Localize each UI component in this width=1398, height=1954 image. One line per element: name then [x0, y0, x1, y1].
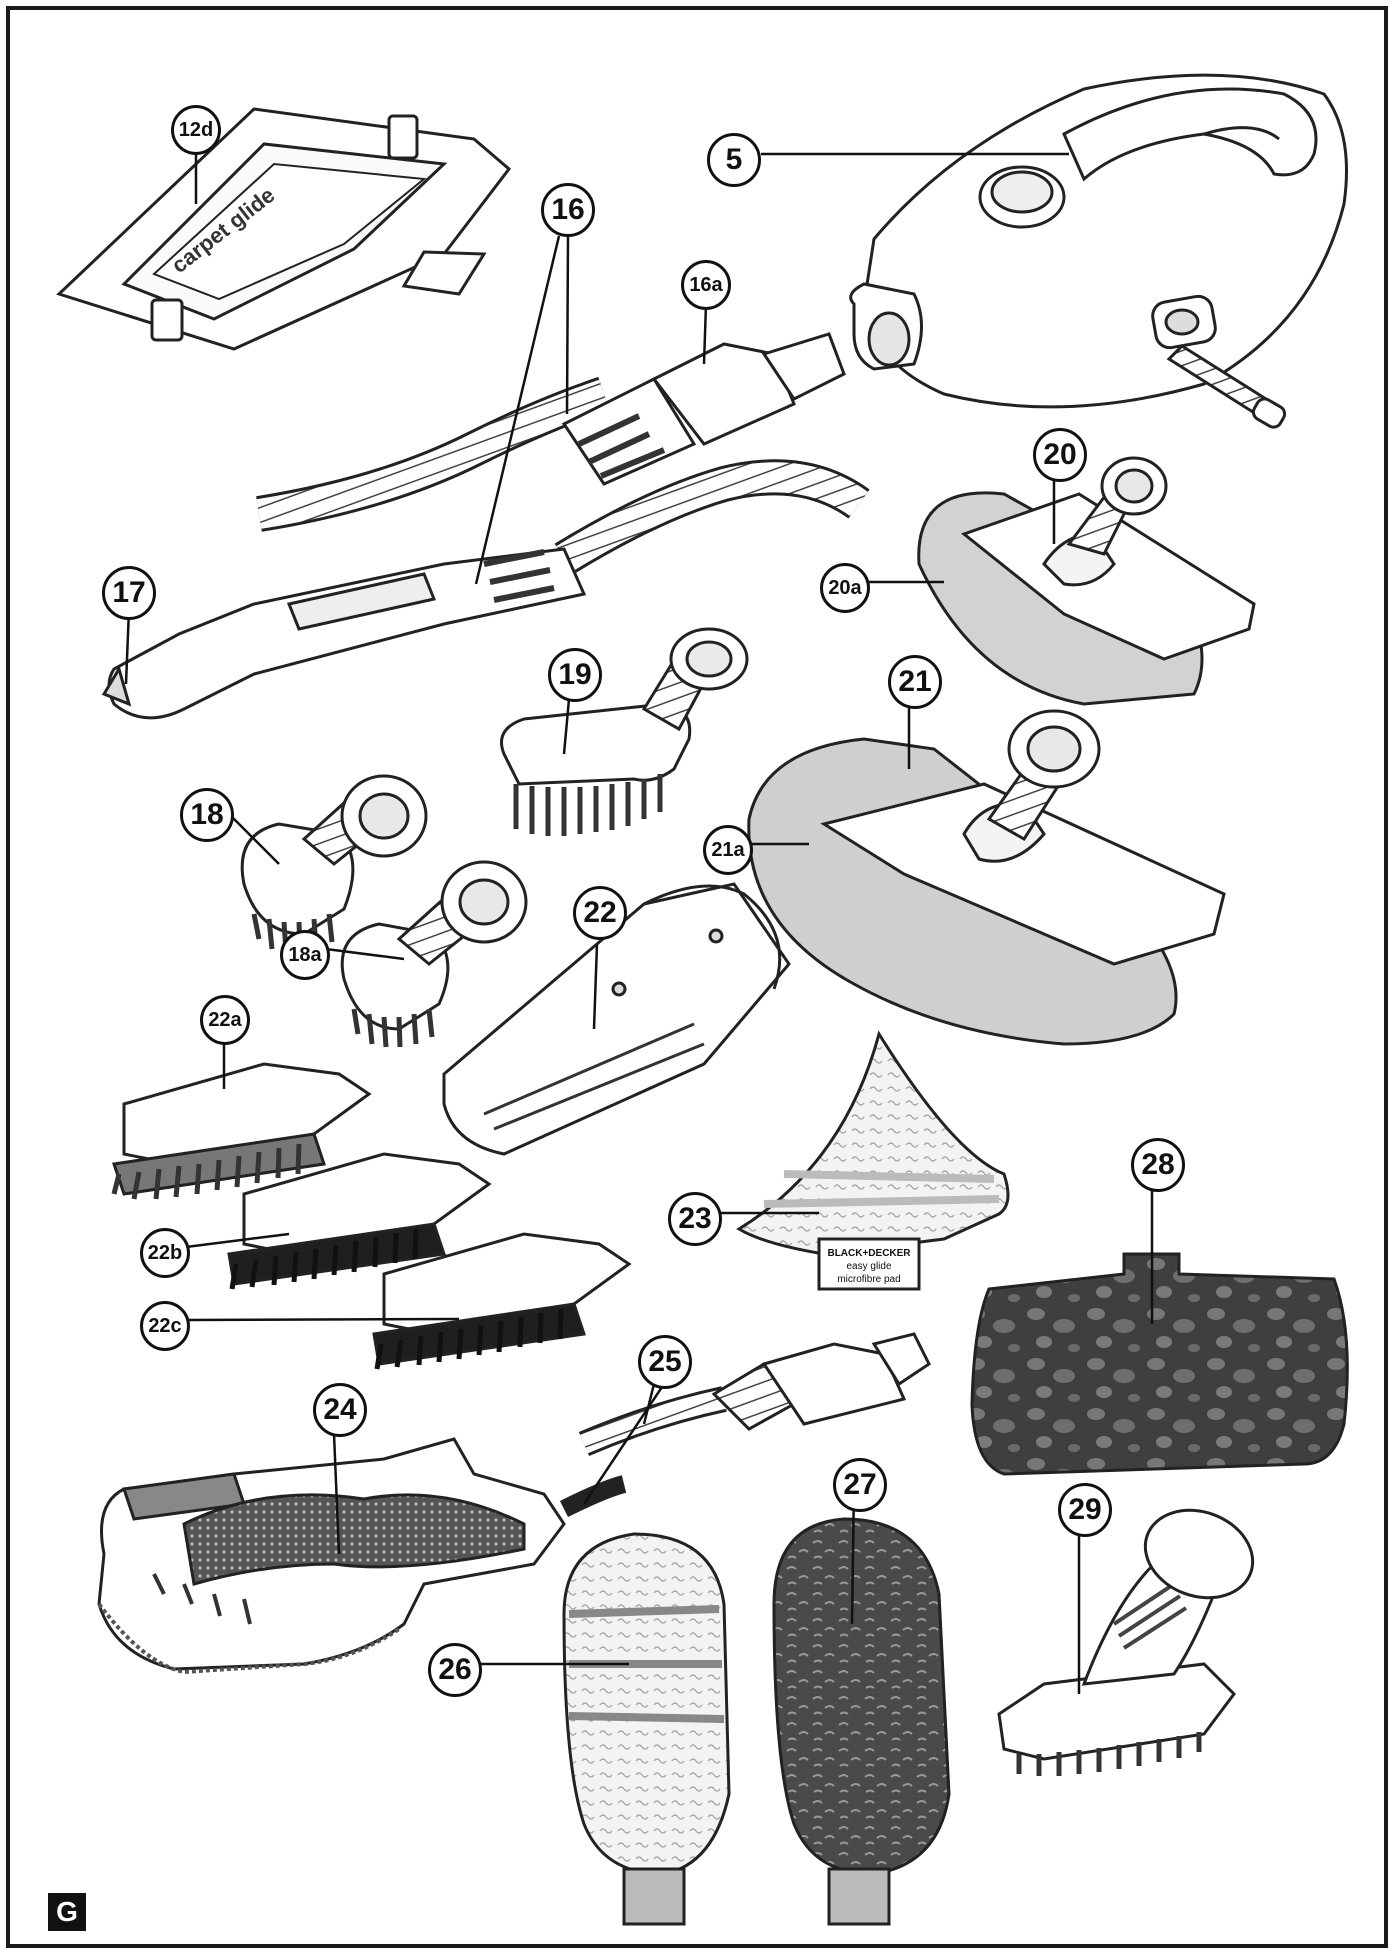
- carpet-glide-frame: carpet glide: [56, 107, 512, 351]
- callout-25: 25: [638, 1335, 692, 1389]
- small-floor-head: [917, 456, 1256, 706]
- callout-12d: 12d: [171, 105, 221, 155]
- upholstery-brush: [997, 1508, 1255, 1776]
- triangle-pad: BLACK+DECKER easy glide microfibre pad: [736, 1030, 1010, 1291]
- hand-tool-hose: [559, 1332, 931, 1518]
- extension-hoses: [101, 332, 870, 720]
- small-brush: [500, 627, 749, 836]
- callout-22: 22: [573, 886, 627, 940]
- callout-18: 18: [180, 788, 234, 842]
- callout-20a: 20a: [820, 563, 870, 613]
- callout-20: 20: [1033, 428, 1087, 482]
- figure-letter-badge: G: [48, 1893, 86, 1931]
- callout-24: 24: [313, 1383, 367, 1437]
- figure-frame: carpet glide: [6, 6, 1388, 1948]
- callout-17: 17: [102, 566, 156, 620]
- callout-21a: 21a: [703, 825, 753, 875]
- shag-pad: [772, 1517, 951, 1926]
- callout-16a: 16a: [681, 260, 731, 310]
- pad-line1-text: easy glide: [846, 1261, 891, 1272]
- pad-line2-text: microfibre pad: [837, 1274, 900, 1285]
- window-nozzle: [442, 882, 791, 1156]
- hand-mitt: [97, 1437, 566, 1675]
- callout-5: 5: [707, 133, 761, 187]
- callout-28: 28: [1131, 1138, 1185, 1192]
- callout-22c: 22c: [140, 1301, 190, 1351]
- callout-27: 27: [833, 1458, 887, 1512]
- callout-26: 26: [428, 1643, 482, 1697]
- callout-22b: 22b: [140, 1228, 190, 1278]
- callout-18a: 18a: [280, 930, 330, 980]
- light-pad: [562, 1532, 731, 1926]
- callout-19: 19: [548, 648, 602, 702]
- callout-23: 23: [668, 1192, 722, 1246]
- callout-22a: 22a: [200, 995, 250, 1045]
- pad-brand-text: BLACK+DECKER: [827, 1248, 911, 1259]
- callout-29: 29: [1058, 1483, 1112, 1537]
- steamer-body: [849, 73, 1348, 429]
- large-floor-head: [747, 709, 1226, 1046]
- scrub-brushes: [111, 1062, 632, 1370]
- accessories-illustration: carpet glide: [56, 73, 1349, 1926]
- callout-21: 21: [888, 655, 942, 709]
- angled-brushes: [240, 774, 528, 1048]
- carpet-pad: [970, 1252, 1349, 1476]
- callout-16: 16: [541, 183, 595, 237]
